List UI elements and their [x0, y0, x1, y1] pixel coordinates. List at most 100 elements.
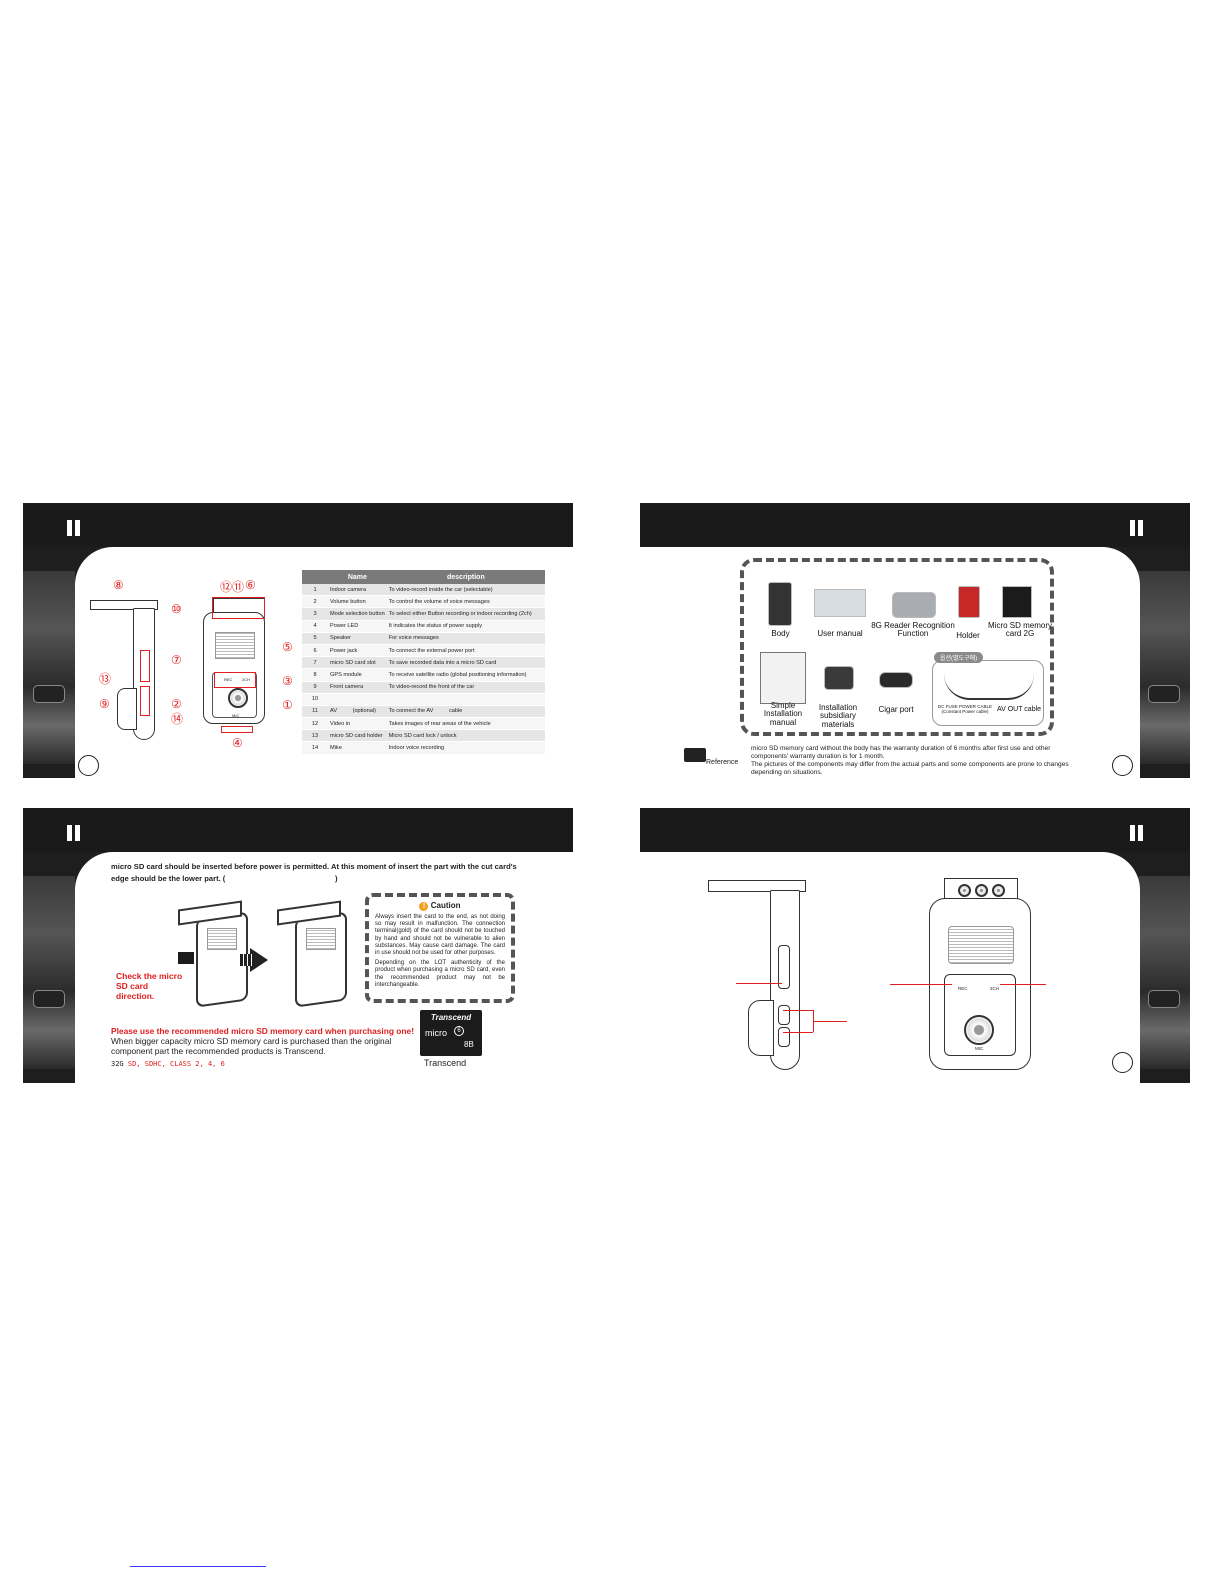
row-description: To connect the external power port	[386, 644, 545, 658]
device-side-bump	[117, 688, 137, 730]
dashboard-photo	[1138, 571, 1190, 764]
reference-icon	[684, 748, 706, 762]
row-description: To control the volume of voice messages	[386, 595, 545, 609]
card-spec-prefix: 32G	[111, 1060, 124, 1068]
side-view-mount	[708, 880, 806, 892]
cigar-port-image	[879, 672, 913, 688]
row-name: AV (optional)	[328, 705, 387, 719]
callout-6: ⑥	[245, 578, 256, 592]
callout-2: ②	[171, 697, 182, 711]
row-description: To receive satellite radio (global posit…	[386, 668, 545, 682]
volume-pointer-2	[783, 1032, 813, 1033]
table-header-name: Name	[328, 570, 387, 584]
card-micro: micro	[425, 1028, 447, 1038]
volume-buttons-highlight	[140, 686, 150, 716]
card-spec-classes: SD, SDHC, CLASS 2, 4, 6	[127, 1060, 225, 1068]
row-name: Front camera	[328, 681, 387, 694]
front-port-1	[958, 884, 971, 897]
row-number: 7	[302, 656, 328, 670]
callout-10: ⑩	[171, 602, 182, 616]
component-label-simple-manual: Simple Installation manual	[763, 701, 803, 727]
side-volume-up	[778, 1005, 790, 1025]
callout-14: ⑭	[171, 712, 184, 726]
section-mark-icon	[1130, 825, 1144, 841]
front-mic-label: MIC	[975, 1046, 984, 1051]
page-number-circle	[1112, 755, 1133, 776]
callout-1: ①	[282, 698, 293, 712]
row-number: 2	[302, 595, 328, 609]
panel-header	[23, 503, 573, 547]
optional-items-box	[932, 660, 1044, 726]
sd-intro-line-2: edge should be the lower part. ( )	[111, 874, 338, 883]
row-name: Indoor camera	[328, 584, 387, 597]
indoor-camera-lens	[228, 688, 248, 708]
row-number: 3	[302, 607, 328, 621]
component-label-subsidiary: Installation subsidiary materials	[818, 703, 858, 729]
transcend-card: Transcend micro 6 8B	[420, 1010, 482, 1056]
mode-button-highlight	[214, 672, 256, 688]
component-label-body: Body	[771, 629, 790, 638]
side-view-body	[770, 890, 800, 1070]
component-label-holder: Holder	[956, 631, 980, 640]
row-name: micro SD card slot	[328, 656, 387, 670]
component-label-sd-card: Micro SD memory card 2G	[988, 621, 1053, 639]
table-header-description: description	[386, 570, 545, 584]
caution-text-1: Always insert the card to the end, as no…	[375, 914, 505, 956]
row-number: 4	[302, 620, 328, 633]
row-name: micro SD card holder	[328, 729, 387, 743]
reference-label: Reference	[706, 759, 739, 766]
row-description: To select either Button recording or ind…	[386, 607, 545, 621]
reference-note-2: The pictures of the components may diffe…	[751, 760, 1069, 776]
section-mark-icon	[67, 825, 81, 841]
insert-device-2	[295, 911, 347, 1008]
page-number-circle	[78, 755, 99, 776]
simple-manual-image	[760, 652, 806, 704]
callout-5: ⑤	[282, 640, 293, 654]
holder-image	[958, 586, 980, 618]
arrow-stem	[240, 954, 252, 966]
insert-device-1-grille	[207, 928, 237, 950]
sd-slot-pointer	[736, 983, 782, 984]
row-number: 8	[302, 668, 328, 682]
footer-link-underline[interactable]	[130, 1566, 266, 1567]
row-number: 10	[302, 693, 328, 706]
reference-notes: micro SD memory card without the body ha…	[745, 745, 1080, 777]
card-spec-line: 32G SD, SDHC, CLASS 2, 4, 6	[111, 1060, 225, 1068]
row-description: To video-record the front of the car	[386, 681, 545, 694]
front-speaker-grille	[948, 926, 1014, 964]
card-brand: Transcend	[430, 1013, 472, 1022]
power-led-highlight	[221, 726, 253, 733]
volume-pointer	[783, 1010, 813, 1011]
row-description: For voice messages	[386, 632, 545, 645]
sd-card-image	[178, 952, 194, 964]
table-header-row: Name description	[302, 570, 545, 584]
row-name: Power LED	[328, 620, 387, 633]
row-name: Volume button	[328, 595, 387, 609]
side-view-lens	[748, 1000, 774, 1056]
2ch-button-label[interactable]: 2CH	[990, 986, 1000, 991]
dc-cable-label: DC FUSE POWER CABLE (Constant Power cabl…	[937, 704, 992, 714]
rec-label: REC	[224, 677, 233, 682]
body-image	[768, 582, 792, 626]
caution-box: ! Caution Always insert the card to the …	[365, 893, 515, 1003]
panel-buttons	[640, 808, 1190, 1083]
dashboard-photo	[23, 571, 75, 764]
sd-slot-highlight	[140, 650, 150, 682]
sd-card-image	[1002, 586, 1032, 618]
device-side-view	[90, 600, 158, 610]
components-box: Body User manual 8G Reader Recognition F…	[740, 558, 1054, 736]
row-number: 1	[302, 584, 328, 597]
insert-device-2-grille	[306, 928, 336, 950]
dashboard-photo	[1138, 876, 1190, 1069]
rec-button-label[interactable]: REC	[958, 986, 968, 991]
row-number: 6	[302, 644, 328, 658]
row-name	[328, 693, 387, 706]
row-description: It indicates the status of power supply	[386, 620, 545, 633]
